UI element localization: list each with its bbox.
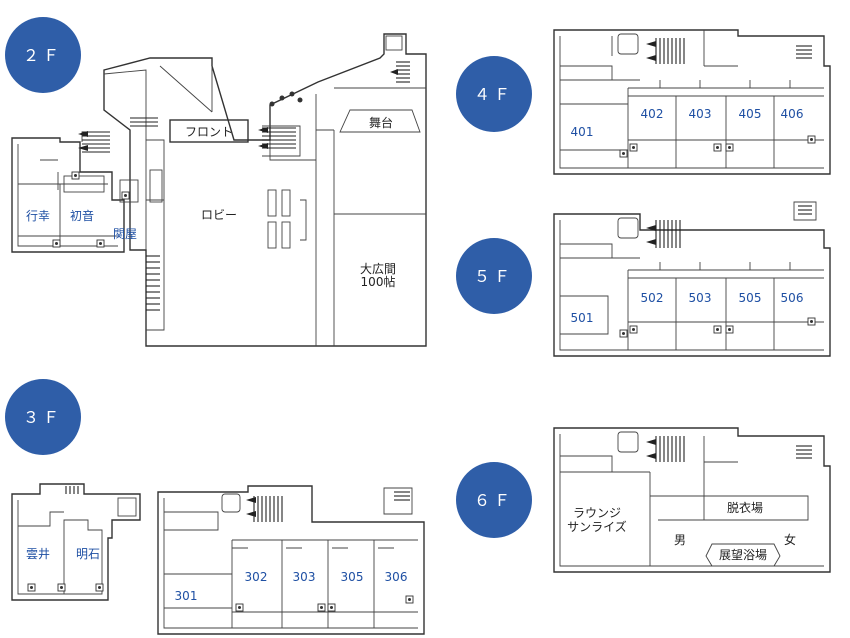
plan-2f: フロント ロビー 舞台 大広間 100帖 行幸 初音 関屋 bbox=[11, 33, 427, 347]
label-lobby: ロビー bbox=[201, 208, 237, 222]
label-hall-name: 大広間 bbox=[360, 262, 396, 276]
label-front: フロント bbox=[185, 125, 233, 139]
room-301: 301 bbox=[175, 589, 198, 603]
room-501: 501 bbox=[571, 311, 594, 325]
room-kumoi: 雲井 bbox=[26, 547, 50, 561]
svg-text:２Ｆ: ２Ｆ bbox=[23, 46, 63, 65]
label-stage: 舞台 bbox=[369, 115, 393, 130]
plan-6f: ラウンジ サンライズ 脱衣場 男 女 展望浴場 bbox=[553, 427, 831, 573]
room-402: 402 bbox=[641, 107, 664, 121]
plan-5f: 501 502 503 505 506 bbox=[553, 201, 831, 357]
badge-5f: ５Ｆ bbox=[456, 238, 532, 314]
badge-6f: ６Ｆ bbox=[456, 462, 532, 538]
room-502: 502 bbox=[641, 291, 664, 305]
room-gyoko: 行幸 bbox=[26, 209, 50, 223]
room-506: 506 bbox=[781, 291, 804, 305]
label-men: 男 bbox=[674, 533, 686, 547]
label-dressing-room: 脱衣場 bbox=[727, 500, 763, 515]
svg-text:６Ｆ: ６Ｆ bbox=[474, 491, 514, 510]
label-women: 女 bbox=[784, 532, 796, 547]
plan-3f: 雲井 明石 301 302 303 305 306 bbox=[11, 483, 425, 635]
label-hall-size: 100帖 bbox=[361, 274, 396, 289]
label-lounge-line2: サンライズ bbox=[567, 519, 627, 534]
svg-text:３Ｆ: ３Ｆ bbox=[23, 408, 63, 427]
room-401: 401 bbox=[571, 125, 594, 139]
label-lounge-line1: ラウンジ bbox=[573, 506, 621, 520]
room-302: 302 bbox=[245, 570, 268, 584]
svg-text:４Ｆ: ４Ｆ bbox=[474, 85, 514, 104]
room-303: 303 bbox=[293, 570, 316, 584]
room-505: 505 bbox=[739, 291, 762, 305]
room-503: 503 bbox=[689, 291, 712, 305]
svg-text:５Ｆ: ５Ｆ bbox=[474, 267, 514, 286]
room-sekiya: 関屋 bbox=[113, 227, 137, 241]
badge-4f: ４Ｆ bbox=[456, 56, 532, 132]
room-406: 406 bbox=[781, 107, 804, 121]
badge-3f: ３Ｆ bbox=[5, 379, 81, 455]
room-305: 305 bbox=[341, 570, 364, 584]
room-akashi: 明石 bbox=[76, 547, 100, 561]
plan-4f: 401 402 403 405 406 bbox=[553, 29, 831, 175]
room-hatsune: 初音 bbox=[70, 208, 94, 223]
room-403: 403 bbox=[689, 107, 712, 121]
badge-2f: ２Ｆ bbox=[5, 17, 81, 93]
room-306: 306 bbox=[385, 570, 408, 584]
room-405: 405 bbox=[739, 107, 762, 121]
label-view-bath: 展望浴場 bbox=[719, 548, 767, 562]
